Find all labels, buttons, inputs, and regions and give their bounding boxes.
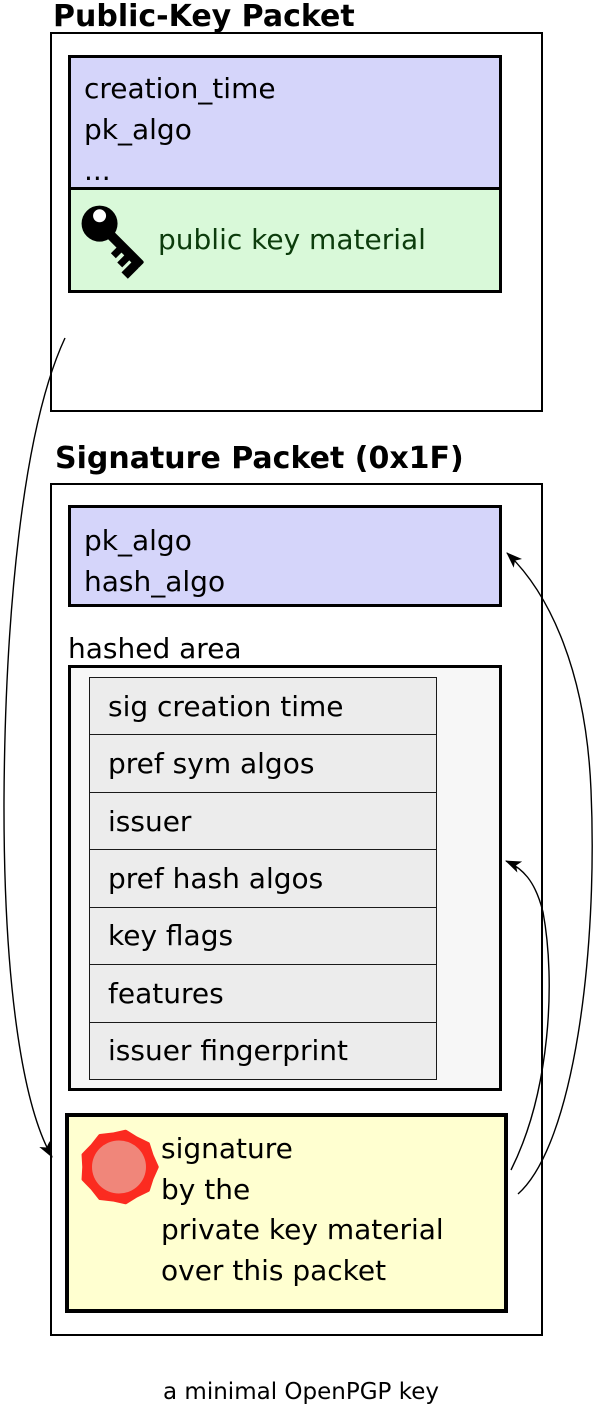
subpacket-list: sig creation time pref sym algos issuer …	[89, 677, 437, 1080]
signature-line-3: private key material	[161, 1213, 444, 1246]
public-key-material-box: public key material	[68, 187, 502, 293]
field-pk-algo: pk_algo	[84, 113, 192, 146]
signature-line-4: over this packet	[161, 1253, 387, 1287]
signature-packet-title: Signature Packet (0x1F)	[55, 441, 464, 476]
signature-line-2: by the	[161, 1172, 251, 1206]
hashed-area-label: hashed area	[68, 632, 242, 665]
field-ellipsis: ...	[84, 154, 111, 187]
key-icon	[81, 205, 144, 279]
subpacket-features: features	[90, 964, 436, 1022]
field-creation-time: creation_time	[84, 72, 276, 105]
diagram-caption: a minimal OpenPGP key	[163, 1379, 439, 1405]
hashed-area-box: sig creation time pref sym algos issuer …	[68, 665, 502, 1091]
field-hash-algo: hash_algo	[84, 565, 226, 598]
subpacket-issuer-fingerprint: issuer fingerprint	[90, 1021, 436, 1079]
public-key-material-label: public key material	[158, 223, 426, 256]
signature-line-1: signature	[161, 1132, 293, 1165]
signature-value-box: signature by the private key material ov…	[65, 1113, 508, 1313]
seal-icon	[81, 1129, 159, 1205]
subpacket-sig-creation-time: sig creation time	[90, 678, 436, 735]
signature-description: signature by the private key material ov…	[161, 1129, 444, 1291]
subpacket-pref-sym-algos: pref sym algos	[90, 734, 436, 792]
public-key-packet-title: Public-Key Packet	[53, 0, 355, 34]
subpacket-pref-hash-algos: pref hash algos	[90, 849, 436, 907]
public-key-header-fields-box: creation_time pk_algo ...	[68, 55, 502, 190]
subpacket-issuer: issuer	[90, 791, 436, 850]
signature-header-fields-box: pk_algo hash_algo	[68, 505, 502, 607]
field-pk-algo-sig: pk_algo	[84, 524, 192, 557]
subpacket-key-flags: key flags	[90, 906, 436, 965]
